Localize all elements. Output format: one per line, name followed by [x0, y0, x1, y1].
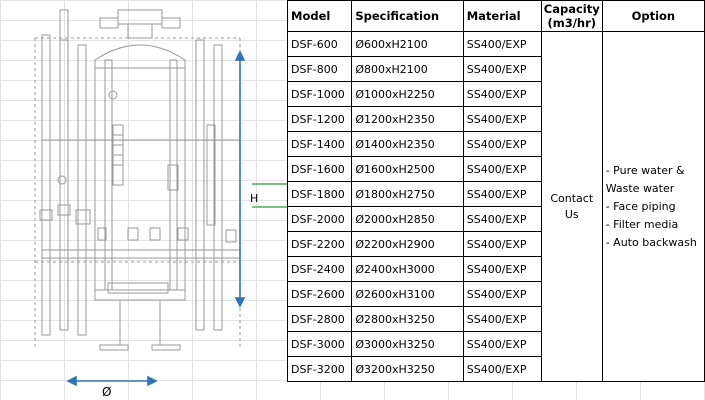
header-capacity-line1: Capacity: [543, 2, 600, 16]
filter-tank-drawing: [34, 9, 288, 387]
cell-material: SS400/EXP: [462, 356, 542, 382]
header-option: Option: [601, 0, 705, 32]
header-capacity: Capacity(m3/hr): [540, 0, 603, 32]
cell-spec: Ø2000xH2850: [351, 206, 464, 232]
cell-model: DSF-2800: [286, 306, 353, 332]
cell-material: SS400/EXP: [462, 206, 542, 232]
specification-table: Model Specification Material Capacity(m3…: [286, 0, 705, 382]
diameter-label: Ø: [102, 385, 112, 399]
cell-material: SS400/EXP: [462, 156, 542, 182]
capacity-line2: Us: [564, 207, 579, 221]
cell-material: SS400/EXP: [462, 256, 542, 282]
header-model: Model: [286, 0, 353, 32]
cell-material: SS400/EXP: [462, 281, 542, 307]
cell-material: SS400/EXP: [462, 231, 542, 257]
cell-material: SS400/EXP: [462, 331, 542, 357]
capacity-line1: Contact: [550, 191, 594, 205]
option-line: - Pure water &: [605, 163, 685, 177]
option-line: - Filter media: [605, 217, 679, 231]
cell-material: SS400/EXP: [462, 106, 542, 132]
cell-model: DSF-600: [286, 31, 353, 57]
cell-spec: Ø800xH2100: [351, 56, 464, 82]
cell-model: DSF-3000: [286, 331, 353, 357]
height-label: H: [250, 192, 259, 205]
cell-model: DSF-800: [286, 56, 353, 82]
cell-material: SS400/EXP: [462, 56, 542, 82]
option-line: - Auto backwash: [605, 235, 697, 249]
cell-spec: Ø2400xH3000: [351, 256, 464, 282]
cell-model: DSF-3200: [286, 356, 353, 382]
cell-model: DSF-2400: [286, 256, 353, 282]
cell-spec: Ø1000xH2250: [351, 81, 464, 107]
cell-model: DSF-1200: [286, 106, 353, 132]
cell-spec: Ø2600xH3100: [351, 281, 464, 307]
header-specification: Specification: [351, 0, 464, 32]
header-material: Material: [462, 0, 542, 32]
table-header-row: Model Specification Material Capacity(m3…: [286, 0, 705, 32]
cell-model: DSF-1600: [286, 156, 353, 182]
cell-spec: Ø3200xH3250: [351, 356, 464, 382]
cell-model: DSF-1800: [286, 181, 353, 207]
cell-model: DSF-1400: [286, 131, 353, 157]
option-line: - Face piping: [605, 199, 676, 213]
cell-model: DSF-2000: [286, 206, 353, 232]
cell-model: DSF-2200: [286, 231, 353, 257]
cell-model: DSF-1000: [286, 81, 353, 107]
cell-spec: Ø2800xH3250: [351, 306, 464, 332]
cell-spec: Ø1400xH2350: [351, 131, 464, 157]
cell-material: SS400/EXP: [462, 181, 542, 207]
cell-options: - Pure water & Waste water - Face piping - …: [601, 31, 705, 382]
option-line: Waste water: [605, 181, 675, 195]
cell-material: SS400/EXP: [462, 306, 542, 332]
cell-spec: Ø3000xH3250: [351, 331, 464, 357]
cell-spec: Ø1800xH2750: [351, 181, 464, 207]
cell-material: SS400/EXP: [462, 31, 542, 57]
cell-spec: Ø600xH2100: [351, 31, 464, 57]
cell-spec: Ø1200xH2350: [351, 106, 464, 132]
cell-spec: Ø2200xH2900: [351, 231, 464, 257]
cell-material: SS400/EXP: [462, 81, 542, 107]
cell-material: SS400/EXP: [462, 131, 542, 157]
cell-model: DSF-2600: [286, 281, 353, 307]
cell-spec: Ø1600xH2500: [351, 156, 464, 182]
header-capacity-line2: (m3/hr): [547, 16, 597, 30]
